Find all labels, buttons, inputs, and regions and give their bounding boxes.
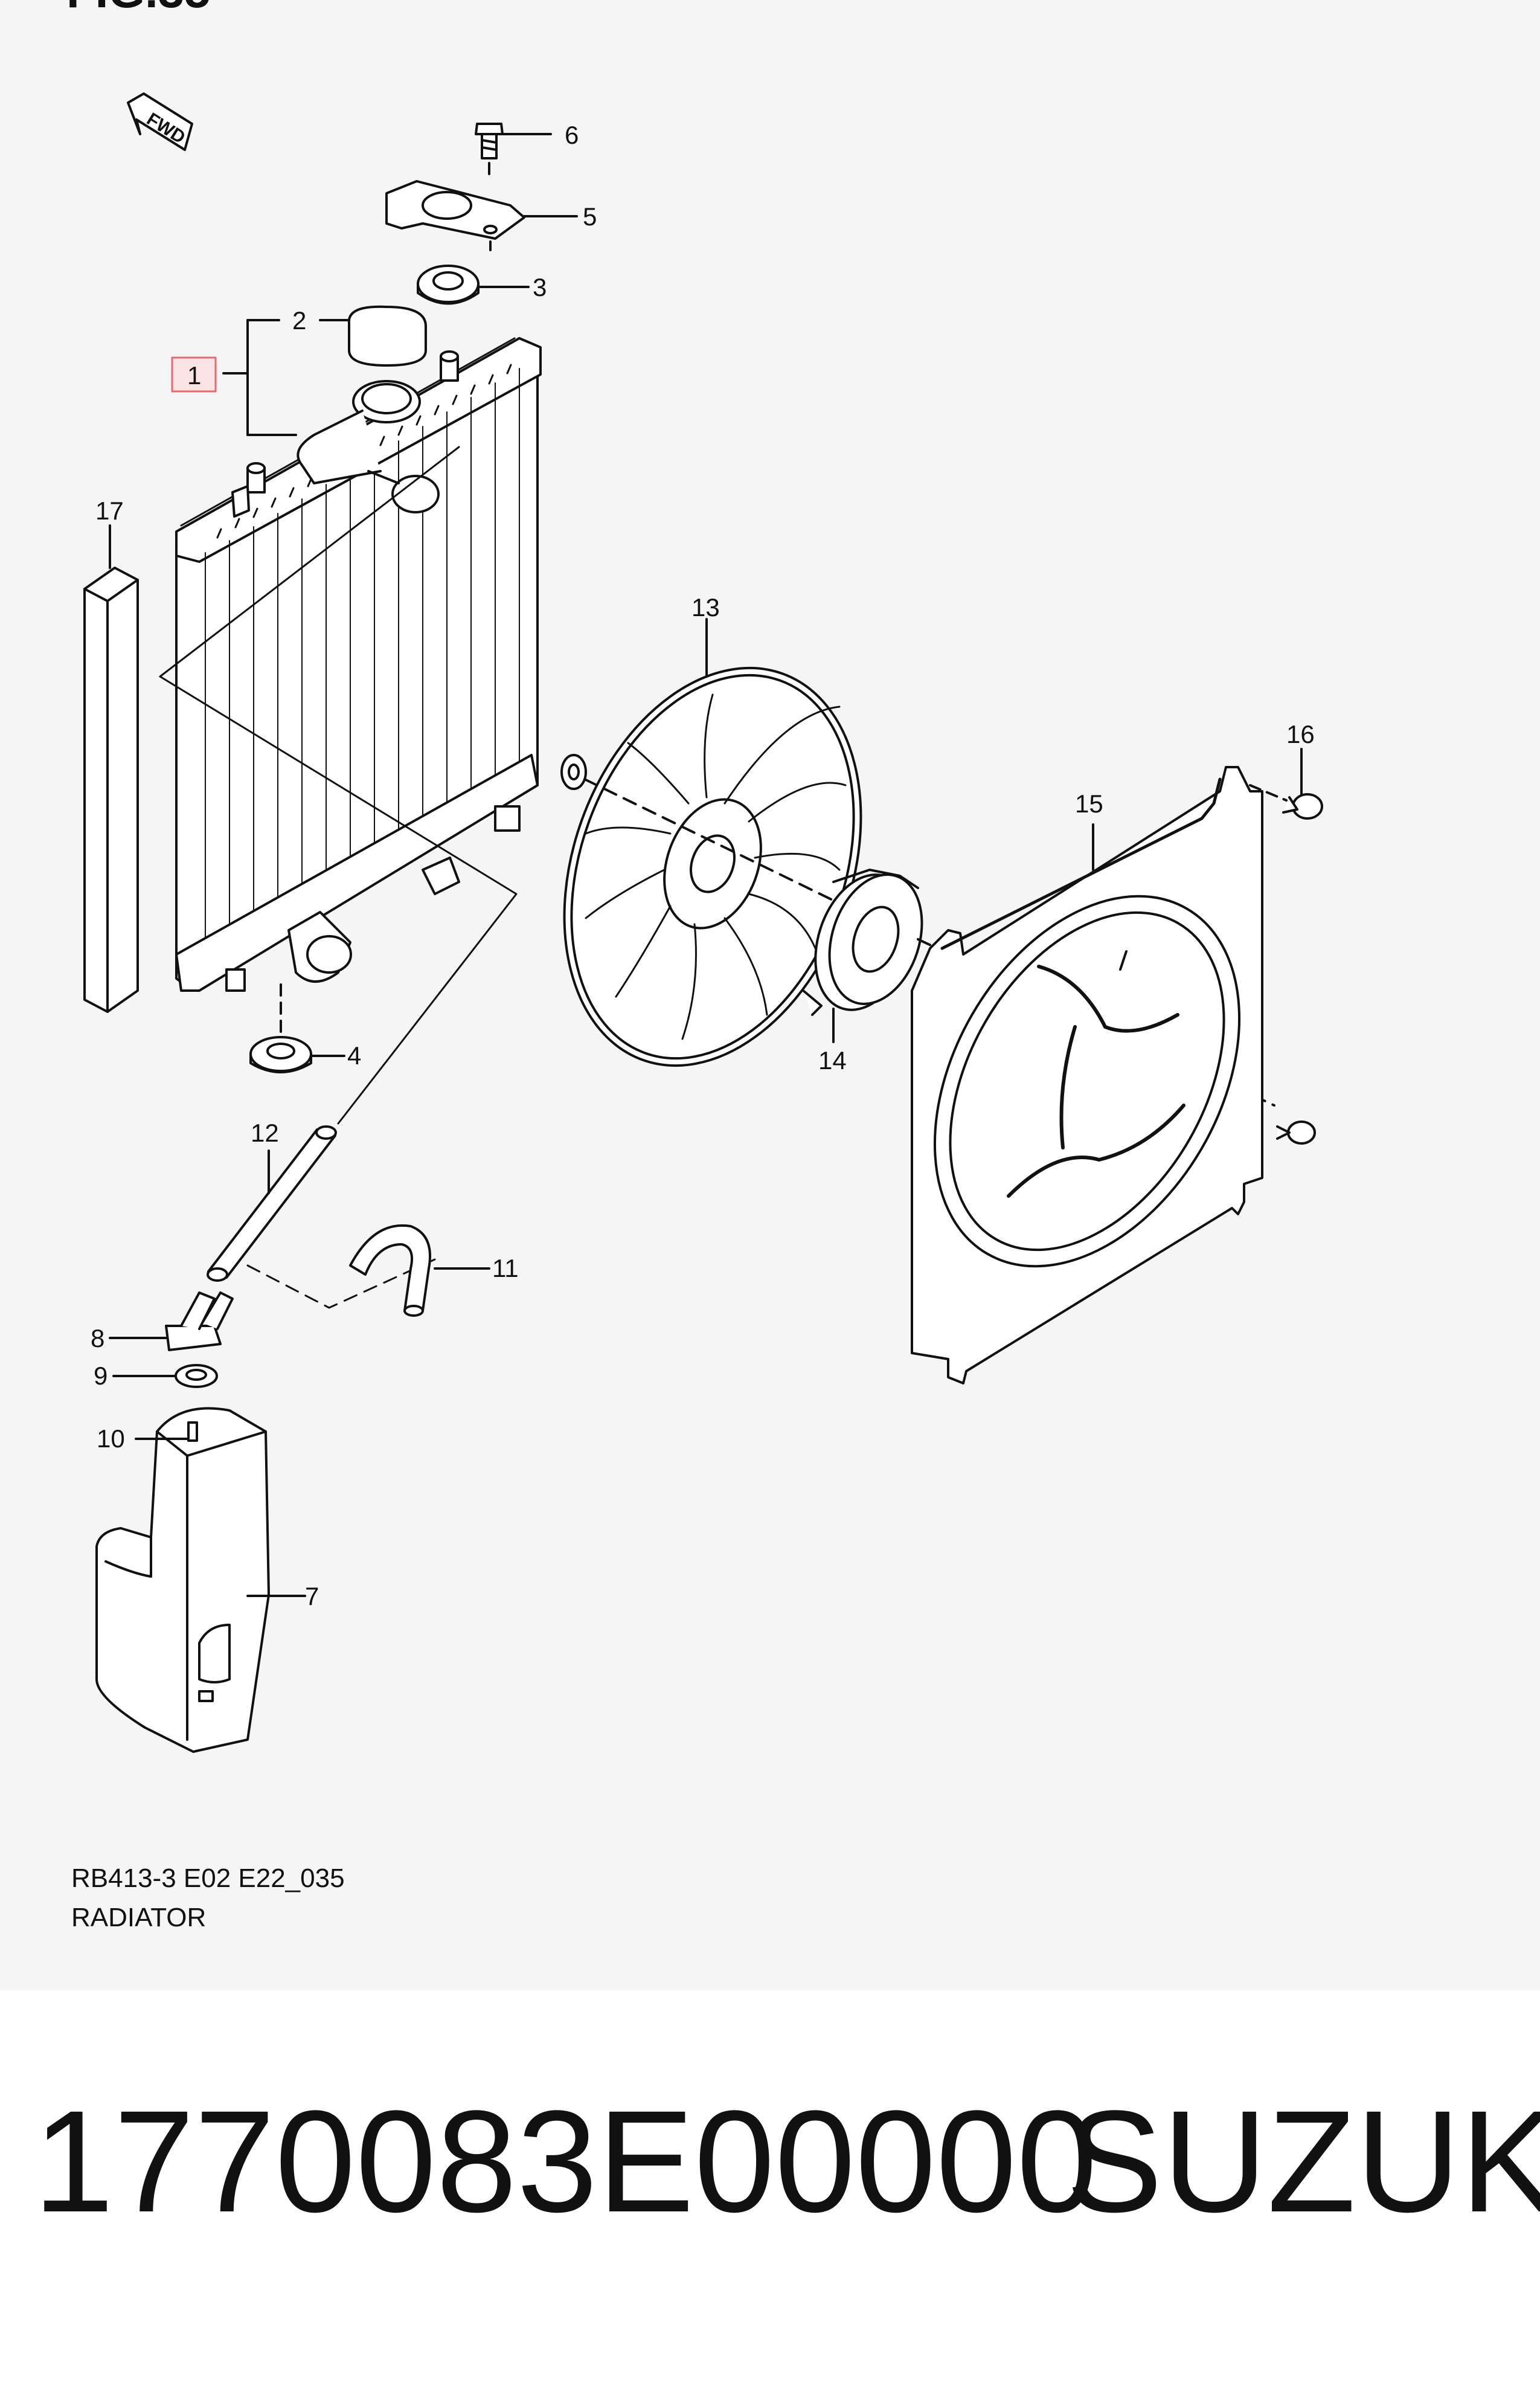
fan-shroud-part-15 <box>911 766 1263 1384</box>
callout-label-13: 13 <box>691 593 720 622</box>
reservoir-cap-part-8 <box>109 1291 234 1351</box>
bolt-part-16 <box>1282 748 1323 820</box>
callout-label-2: 2 <box>292 306 306 335</box>
callout-label-11: 11 <box>492 1254 519 1282</box>
radiator-cap-part-2 <box>319 305 427 367</box>
grommet-part-3 <box>417 265 530 305</box>
callout-label-3: 3 <box>533 273 547 301</box>
callout-label-1: 1 <box>187 361 201 390</box>
reservoir-tank-part-7 <box>95 1407 306 1753</box>
callout-label-7: 7 <box>305 1582 319 1610</box>
callout-label-4: 4 <box>347 1041 361 1070</box>
radiator-part-1 <box>175 337 542 992</box>
callout-label-6: 6 <box>565 121 579 149</box>
hose-part-11 <box>349 1224 490 1317</box>
nut-part-13a <box>560 754 587 790</box>
parts-diagram: FIG.35 FWD <box>66 0 1323 1753</box>
part-1-highlight-box <box>171 356 217 393</box>
brand-name: SUZUKI <box>1066 2080 1540 2242</box>
callout-label-14: 14 <box>818 1046 847 1075</box>
callout-label-10: 10 <box>97 1424 125 1453</box>
gasket-part-9 <box>112 1364 218 1388</box>
callout-label-16: 16 <box>1286 720 1315 748</box>
hose-part-12 <box>207 1125 337 1282</box>
diagram-panel: FIG.35 FWD <box>66 0 1323 1932</box>
bolt-shroud-lower <box>1276 1120 1316 1145</box>
part-footer: 1770083E00000 SUZUKI <box>0 2078 1540 2259</box>
seal-strip-part-17 <box>83 524 139 1013</box>
callout-label-12: 12 <box>251 1119 279 1147</box>
fan-motor-part-14 <box>802 869 923 1043</box>
part-number: 1770083E00000 <box>33 2080 1097 2242</box>
figure-header: FIG.35 <box>66 0 210 18</box>
figure-caption-code: RB413-3 E02 E22_035 <box>71 1863 345 1893</box>
callout-label-9: 9 <box>94 1362 107 1390</box>
figure-caption-title: RADIATOR <box>71 1903 207 1932</box>
fan-blade-part-13 <box>563 618 862 1067</box>
callout-label-8: 8 <box>91 1324 104 1352</box>
callout-label-17: 17 <box>95 497 124 525</box>
bolt-part-6 <box>475 123 552 159</box>
callout-label-5: 5 <box>583 202 597 231</box>
grommet-part-4 <box>249 1036 345 1073</box>
bracket-part-5 <box>385 180 578 240</box>
fwd-arrow-icon: FWD <box>127 92 193 151</box>
callout-bracket-part-1 <box>222 319 297 436</box>
callout-label-15: 15 <box>1075 789 1103 818</box>
